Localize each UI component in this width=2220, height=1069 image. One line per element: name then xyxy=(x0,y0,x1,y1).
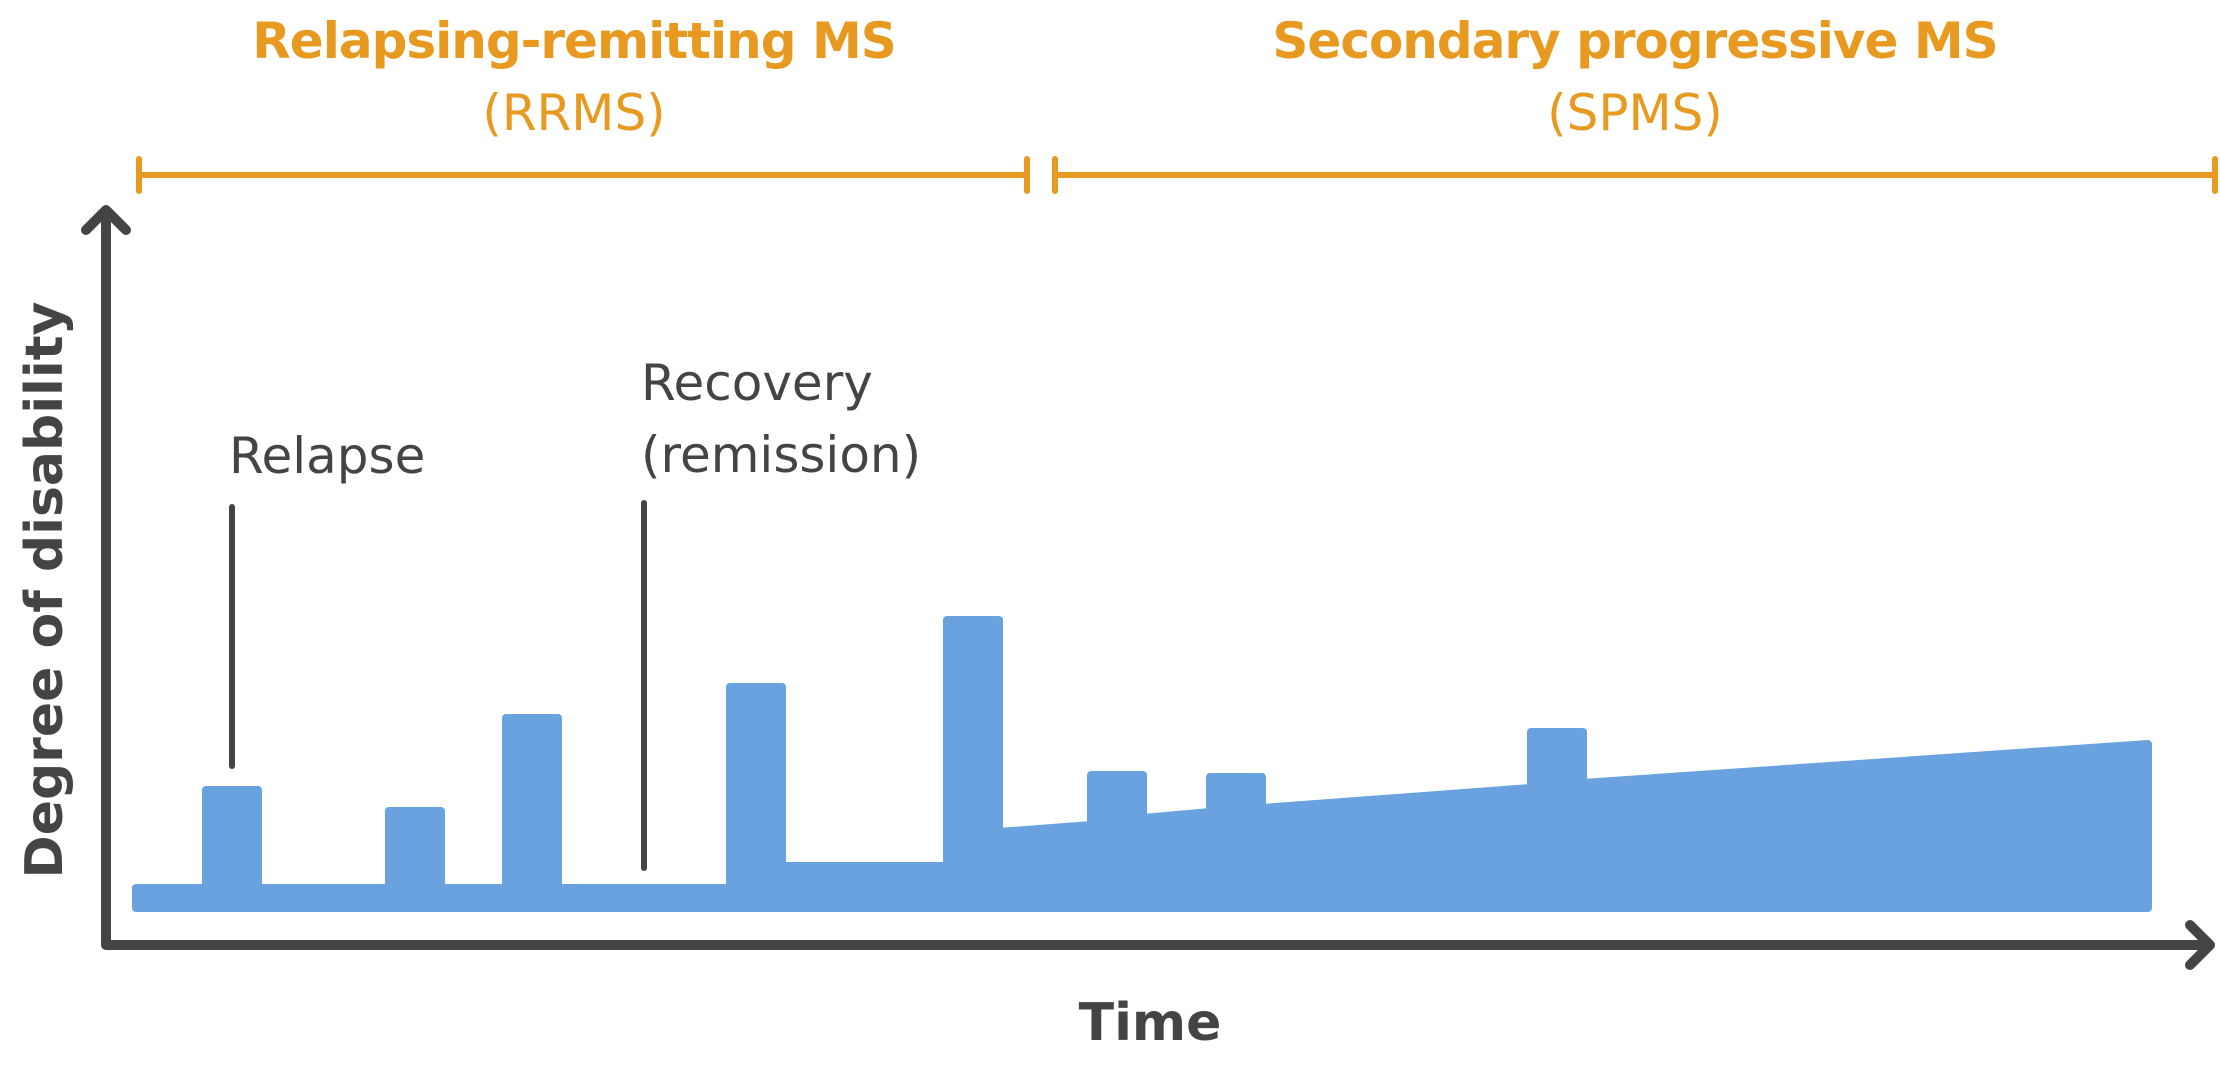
y-axis-arrowhead xyxy=(81,205,131,235)
disability-area xyxy=(132,616,2152,912)
phase-bracket-spms xyxy=(1052,156,2218,194)
phase-abbr-rrms: (RRMS) xyxy=(482,84,665,142)
axis-lines xyxy=(101,210,2210,950)
phase-title-rrms: Relapsing-remitting MS xyxy=(252,12,895,70)
y-axis-label: Degree of disability xyxy=(15,302,75,879)
phase-abbr-spms: (SPMS) xyxy=(1547,84,1723,142)
axes xyxy=(81,205,2215,970)
phase-title-spms: Secondary progressive MS xyxy=(1272,12,1997,70)
x-axis-arrowhead xyxy=(2185,920,2215,970)
relapse-label: Relapse xyxy=(229,427,425,485)
x-axis-label: Time xyxy=(1079,993,1222,1053)
recovery-label-line2: (remission) xyxy=(641,426,921,484)
recovery-label-line1: Recovery xyxy=(641,354,873,412)
phase-bracket-rrms xyxy=(136,156,1030,194)
